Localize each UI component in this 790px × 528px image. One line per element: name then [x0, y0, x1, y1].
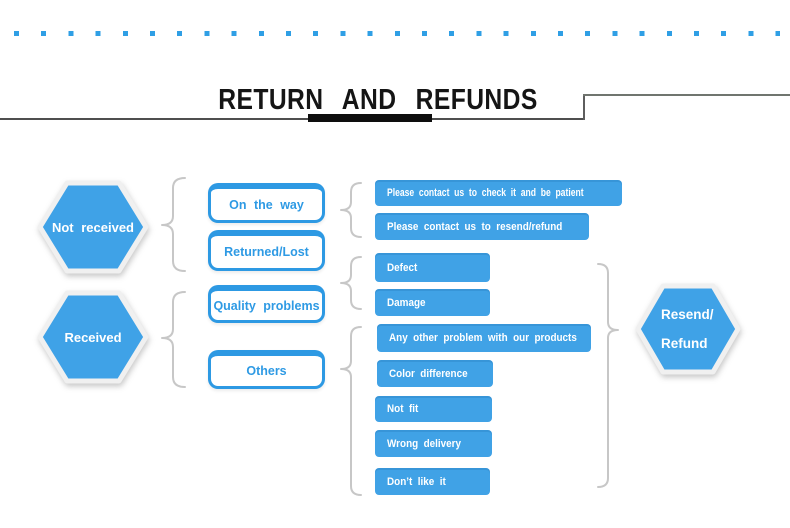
category-quality-problems: Quality problems: [208, 285, 325, 323]
dotted-divider: [14, 31, 780, 36]
brace-on-the-way-group: [340, 182, 362, 238]
hexagon-resend-refund-label: Resend/ Refund: [634, 281, 742, 377]
brace-others-group: [340, 326, 362, 496]
outcome-damage: Damage: [375, 289, 490, 316]
outcome-label: Wrong delivery: [387, 437, 462, 450]
outcome-label: Not fit: [387, 403, 419, 415]
outcome-label: Please contact us to check it and be pat…: [387, 187, 584, 199]
category-others: Others: [208, 350, 325, 389]
refund-line: Refund: [661, 336, 708, 351]
brace-received-group: [161, 291, 186, 388]
category-on-the-way: On the way: [208, 183, 325, 223]
outcome-any-other-problem: Any other problem with our products: [377, 324, 591, 352]
page-title: RETURN AND REFUNDS: [218, 84, 538, 116]
brace-resend-refund-group: [597, 263, 619, 488]
outcome-label: Defect: [387, 261, 418, 274]
brace-not-received-group: [161, 177, 186, 272]
hexagon-received: [37, 290, 149, 384]
step-rule-vertical: [583, 94, 585, 120]
outcome-defect: Defect: [375, 253, 490, 282]
outcome-resend-refund-contact: Please contact us to resend/refund: [375, 213, 589, 240]
category-returned-lost: Returned/Lost: [208, 230, 325, 271]
outcome-dont-like-it: Don’t like it: [375, 468, 490, 495]
outcome-check-and-be-patient: Please contact us to check it and be pat…: [375, 180, 622, 206]
outcome-label: Please contact us to resend/refund: [387, 220, 563, 233]
outcome-label: Any other problem with our products: [389, 332, 577, 344]
outcome-wrong-delivery: Wrong delivery: [375, 430, 492, 457]
title-accent-bar: [308, 114, 432, 122]
resend-line: Resend/: [661, 307, 714, 322]
outcome-not-fit: Not fit: [375, 396, 492, 422]
outcome-label: Don’t like it: [387, 475, 446, 488]
hexagon-received-label: Received: [64, 329, 122, 345]
outcome-label: Damage: [387, 296, 426, 309]
hexagon-not-received-label: Not received: [51, 219, 135, 235]
outcome-label: Color difference: [389, 367, 468, 380]
hexagon-not-received: [37, 180, 149, 274]
top-right-rule: [583, 94, 790, 96]
brace-quality-problems-group: [340, 256, 362, 310]
title-underline-rule: [0, 118, 584, 120]
outcome-color-difference: Color difference: [377, 360, 493, 387]
hexagon-resend-refund: [635, 283, 741, 375]
